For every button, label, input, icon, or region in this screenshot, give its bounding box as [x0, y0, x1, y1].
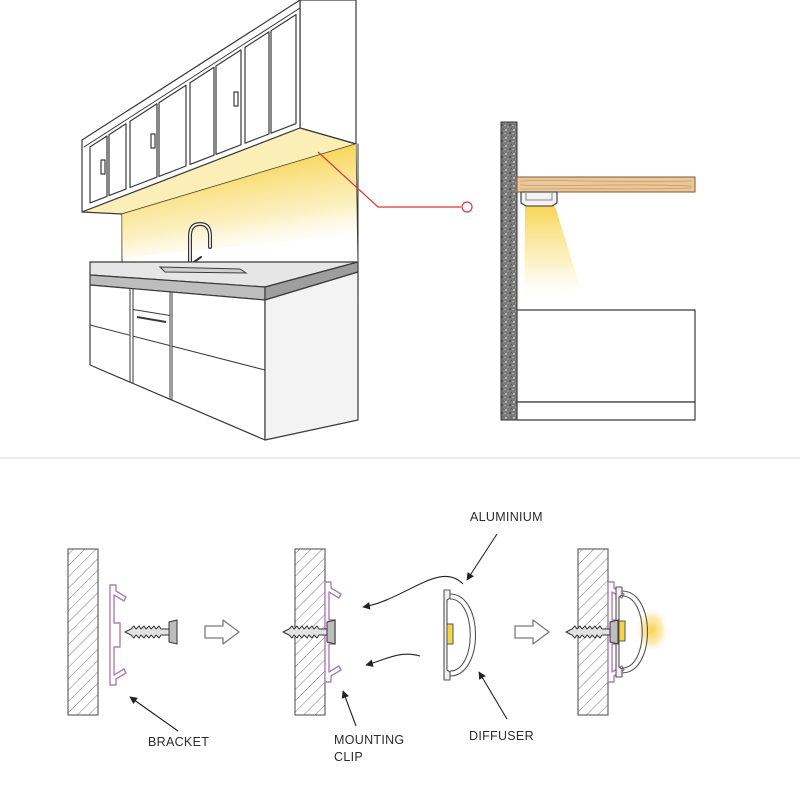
lower-cabinet-front [89, 284, 266, 441]
upper-cabinet-cornice [83, 7, 301, 148]
upper-cabinet-door [270, 14, 297, 134]
door-handle [100, 159, 106, 175]
kitchen-illustration [81, 0, 359, 441]
mounting-clip [109, 584, 127, 686]
door-handle [233, 91, 239, 107]
diffuser-cover-inner [621, 595, 643, 669]
insert-arrow-top [362, 575, 464, 610]
assembly-steps: ALUMINIUM BRACKET MOUNTING CLIP DIFFUSER [67, 510, 669, 764]
aluminium-profile [520, 191, 558, 207]
next-step-arrow [204, 619, 240, 645]
leader-diffuser [478, 671, 508, 720]
label-mounting-clip: MOUNTING CLIP [334, 733, 408, 764]
lower-cabinet-section [516, 309, 696, 403]
upper-cabinet-door [129, 103, 158, 189]
step-1 [67, 548, 178, 716]
label-mounting-clip-line2: CLIP [334, 750, 363, 764]
led-strip [618, 620, 626, 642]
next-step-arrow [514, 619, 550, 645]
door-handle [150, 133, 156, 149]
step-3-assembled [565, 548, 669, 716]
upper-cabinet-door [108, 123, 127, 197]
lower-cabinets [89, 271, 359, 441]
drawer-divider [132, 335, 171, 347]
drawer-divider [171, 345, 266, 371]
lower-cabinet-side [264, 271, 359, 441]
screw [282, 619, 336, 645]
wooden-shelf [516, 176, 696, 193]
leader-mounting-clip [341, 690, 357, 727]
drawer-handle [136, 316, 167, 323]
lower-cabinet-plinth [516, 401, 696, 421]
wood-grain [519, 180, 693, 190]
drawer-divider [132, 309, 171, 316]
diffuser-cover [449, 593, 476, 677]
led-light-cone [524, 206, 580, 302]
label-bracket: BRACKET [148, 735, 209, 749]
installed-profile [615, 586, 648, 678]
diffuser-cover-inner [449, 598, 471, 672]
profile-inner-channel [525, 192, 553, 201]
upper-cabinet-door [158, 84, 187, 177]
label-mounting-clip-line1: MOUNTING [334, 733, 404, 747]
insert-arrow-bottom [365, 653, 421, 667]
section-detail [500, 121, 696, 421]
upper-cabinet-side [299, 0, 357, 145]
leader-aluminium [466, 533, 498, 581]
upper-cabinet-door [189, 66, 215, 165]
drawer-divider [89, 324, 131, 336]
upper-cabinet-door [215, 49, 242, 155]
led-glow [635, 607, 669, 653]
stone-wall [500, 121, 518, 421]
led-strip [446, 623, 454, 645]
upper-cabinets [81, 0, 357, 215]
callout-marker [461, 201, 473, 213]
wall-hatched [67, 548, 99, 716]
screw [124, 619, 178, 645]
sink [158, 266, 248, 274]
led-glow-on-wall [122, 144, 357, 258]
step-2 [282, 548, 342, 716]
leader-bracket [129, 696, 179, 732]
callout-line [317, 151, 461, 208]
upper-cabinet-door [89, 135, 108, 204]
label-aluminium: ALUMINIUM [470, 510, 543, 524]
upper-cabinet-door [244, 31, 270, 144]
label-diffuser: DIFFUSER [469, 729, 534, 743]
aluminium-profile-with-diffuser [443, 589, 476, 681]
diffuser-cover [621, 590, 648, 674]
screw [565, 619, 619, 645]
